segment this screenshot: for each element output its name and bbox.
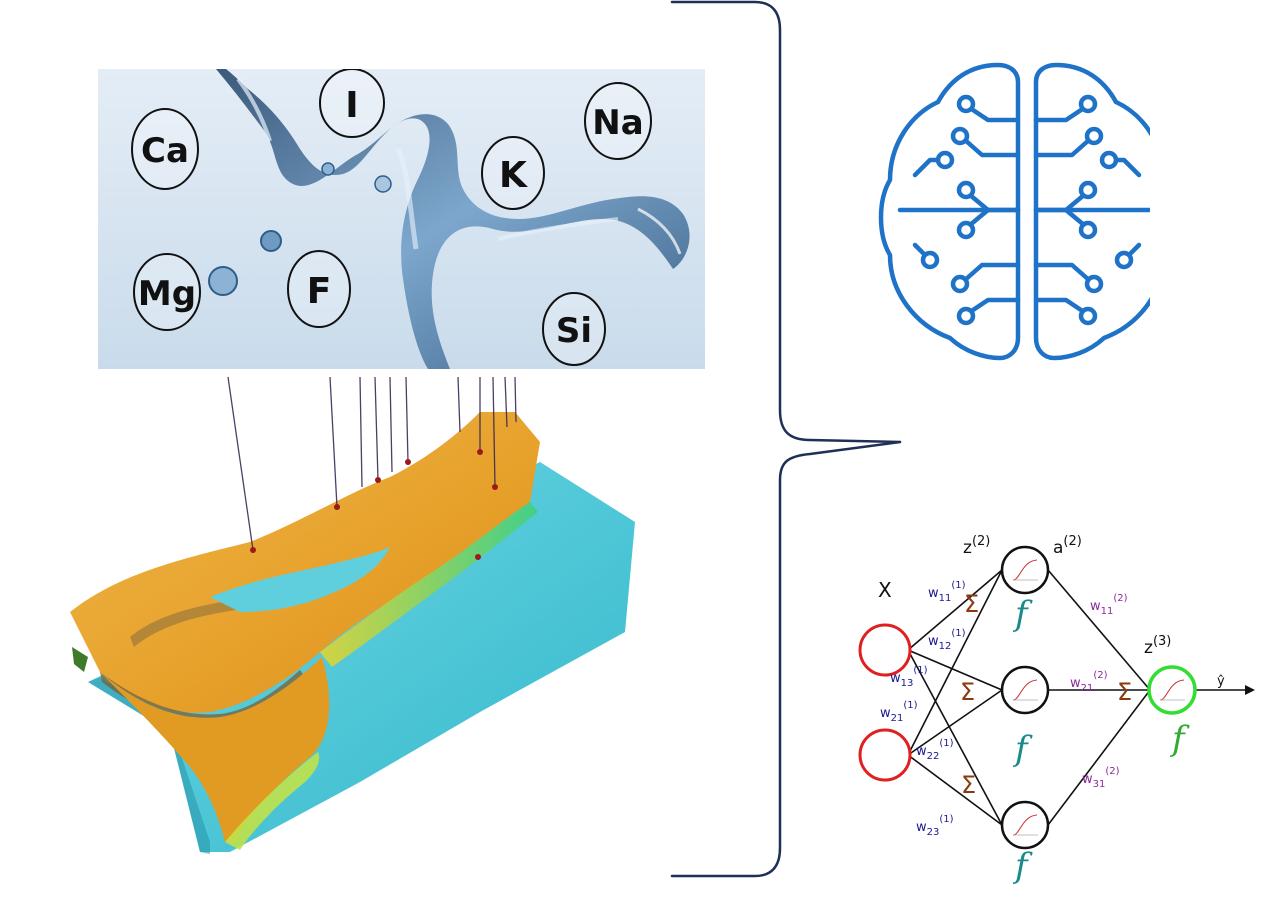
- weight-w12-1: w12(1): [928, 628, 966, 652]
- upper-bracket: [670, 0, 902, 444]
- output-z-label: z(3): [1144, 634, 1171, 658]
- sum-symbol-1: Σ: [964, 590, 979, 618]
- element-na: Na: [584, 82, 652, 160]
- hidden-z-label: z(2): [963, 534, 990, 558]
- hidden-a-label: a(2): [1053, 534, 1082, 558]
- output-arrow-icon: [1245, 685, 1255, 695]
- hidden-node-2: [1000, 665, 1050, 715]
- svg-text:F: F: [307, 271, 332, 312]
- hidden-node-3: [1000, 800, 1050, 850]
- weight-w13-1: w13(1): [890, 665, 928, 689]
- weight-w11-1: w11(1): [928, 580, 966, 604]
- nn-connections: [907, 569, 1245, 826]
- svg-text:K: K: [499, 155, 528, 196]
- chemical-elements-panel: Ca I K Na Mg F Si: [98, 69, 705, 369]
- svg-text:Ca: Ca: [141, 131, 189, 171]
- sum-symbol-3: Σ: [961, 771, 976, 799]
- output-node: [1147, 665, 1197, 715]
- element-i: I: [319, 69, 385, 138]
- weight-w21-1: w21(1): [880, 700, 918, 724]
- element-ca: Ca: [131, 108, 199, 190]
- activation-1: f: [1012, 594, 1033, 634]
- svg-text:I: I: [345, 85, 358, 126]
- output-label: ŷ: [1217, 674, 1225, 689]
- sum-symbol-2: Σ: [960, 678, 975, 706]
- lower-bracket: [670, 440, 902, 878]
- element-f: F: [287, 250, 351, 328]
- activation-out: f: [1169, 719, 1190, 759]
- terrain-3d-model: [60, 372, 640, 857]
- terrain-surface-image: [70, 376, 635, 854]
- weight-w11-2: w11(2): [1090, 593, 1128, 617]
- weight-w31-2: w31(2): [1082, 766, 1120, 790]
- sum-symbol-4: Σ: [1117, 678, 1132, 706]
- element-si: Si: [542, 292, 606, 366]
- sum-symbols: Σ Σ Σ Σ: [960, 590, 1132, 799]
- activation-2: f: [1012, 729, 1033, 769]
- input-label: X: [878, 578, 892, 602]
- svg-text:Si: Si: [556, 311, 592, 351]
- weight-w21-2: w21(2): [1070, 670, 1108, 694]
- weight-w23-1: w23(1): [916, 814, 954, 838]
- activation-3: f: [1012, 846, 1033, 886]
- weights-layer1: w11(1) w12(1) w13(1) w21(1) w22(1) w23(1…: [880, 580, 966, 838]
- input-node-1: [858, 623, 912, 677]
- element-k: K: [481, 136, 545, 210]
- grouping-bracket: [660, 0, 920, 916]
- element-mg: Mg: [133, 253, 201, 331]
- brain-circuit-icon: [870, 60, 1150, 370]
- weight-w22-1: w22(1): [916, 738, 954, 762]
- input-node-2: [858, 728, 912, 782]
- hidden-node-1: [1000, 545, 1050, 595]
- weights-layer2: w11(2) w21(2) w31(2): [1070, 593, 1128, 790]
- svg-text:Mg: Mg: [138, 274, 196, 314]
- water-splash-image: Ca I K Na Mg F Si: [98, 69, 705, 369]
- svg-text:Na: Na: [592, 103, 643, 143]
- neural-network-diagram: X z(2) a(2) z(3) ŷ Σ Σ Σ Σ f f f f: [850, 505, 1260, 905]
